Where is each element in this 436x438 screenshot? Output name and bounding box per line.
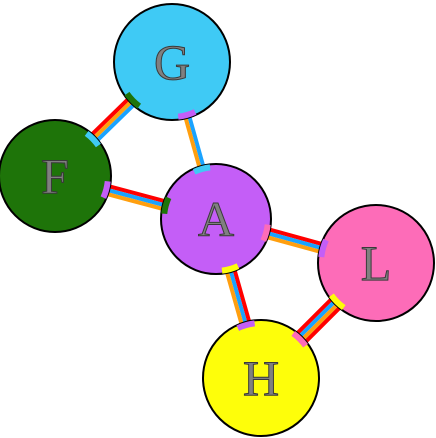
port-marker-A-L	[260, 224, 271, 242]
port-marker-G-A	[177, 109, 197, 120]
port-marker-H-A	[236, 320, 256, 331]
edge-H-L	[294, 296, 343, 345]
node-F[interactable]	[0, 119, 112, 233]
node-label: A	[198, 191, 234, 247]
edge-stripe	[224, 270, 244, 326]
edge-F-A	[105, 184, 167, 212]
edge-A-L	[265, 227, 324, 254]
node-circle	[113, 3, 231, 121]
edge-stripe	[300, 302, 340, 342]
node-label: L	[361, 235, 392, 291]
edge-stripe	[95, 102, 137, 143]
port-marker-L-H	[328, 293, 346, 311]
node-H[interactable]	[202, 319, 320, 437]
node-label: H	[243, 350, 279, 406]
node-L[interactable]	[317, 204, 435, 322]
port-marker-F-A	[100, 180, 111, 199]
edge-G-A	[183, 114, 206, 170]
port-marker-A-F	[161, 196, 172, 215]
edge-F-G	[89, 96, 137, 143]
node-label: F	[41, 148, 69, 204]
edge-stripe	[294, 296, 334, 336]
node-label: G	[154, 34, 190, 90]
edge-stripe	[107, 184, 167, 204]
edge-stripe	[183, 115, 202, 170]
port-marker-G-F	[124, 91, 142, 109]
port-marker-L-A	[318, 238, 329, 258]
node-G[interactable]	[113, 3, 231, 121]
port-marker-A-H	[221, 263, 240, 274]
edge-stripe	[267, 227, 324, 247]
port-marker-H-L	[291, 330, 309, 348]
edge-stripe	[232, 268, 252, 324]
edge-stripe	[303, 305, 343, 345]
edge-stripe	[187, 114, 206, 168]
edge-stripe	[89, 96, 131, 137]
node-circle	[202, 319, 320, 437]
edge-stripe	[105, 191, 165, 212]
node-circle	[317, 204, 435, 322]
port-marker-A-G	[192, 164, 211, 175]
edges-layer	[89, 96, 343, 345]
nodes-layer: G F A L H	[0, 3, 435, 437]
node-A[interactable]	[160, 163, 272, 275]
edge-A-H	[224, 268, 252, 326]
edge-stripe	[265, 234, 322, 254]
edge-stripe	[228, 269, 248, 325]
node-circle	[0, 119, 112, 233]
edge-stripe	[297, 299, 337, 339]
edge-stripe	[266, 231, 323, 251]
node-circle	[160, 163, 272, 275]
port-marker-F-G	[84, 131, 101, 148]
edge-stripe	[92, 99, 134, 140]
edge-stripe	[106, 188, 166, 208]
